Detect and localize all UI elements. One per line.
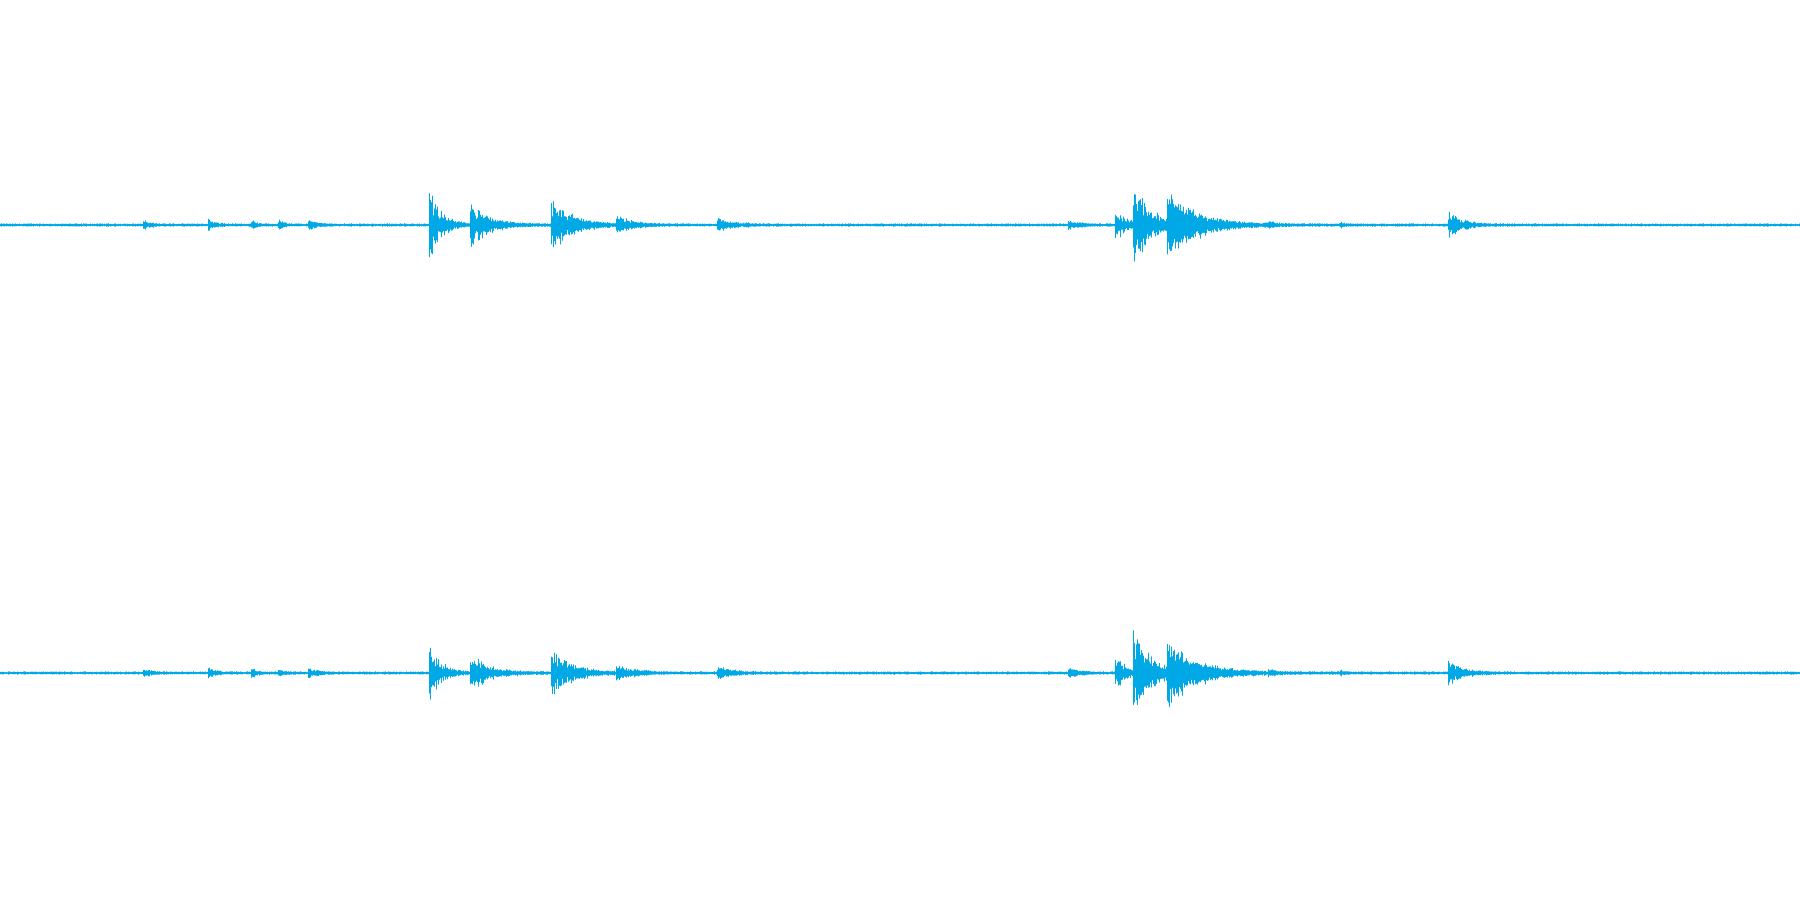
waveform-channel-1 <box>0 193 1800 262</box>
waveform-trace <box>0 630 1800 708</box>
waveform-channel-2 <box>0 630 1800 708</box>
waveform-trace <box>0 193 1800 262</box>
